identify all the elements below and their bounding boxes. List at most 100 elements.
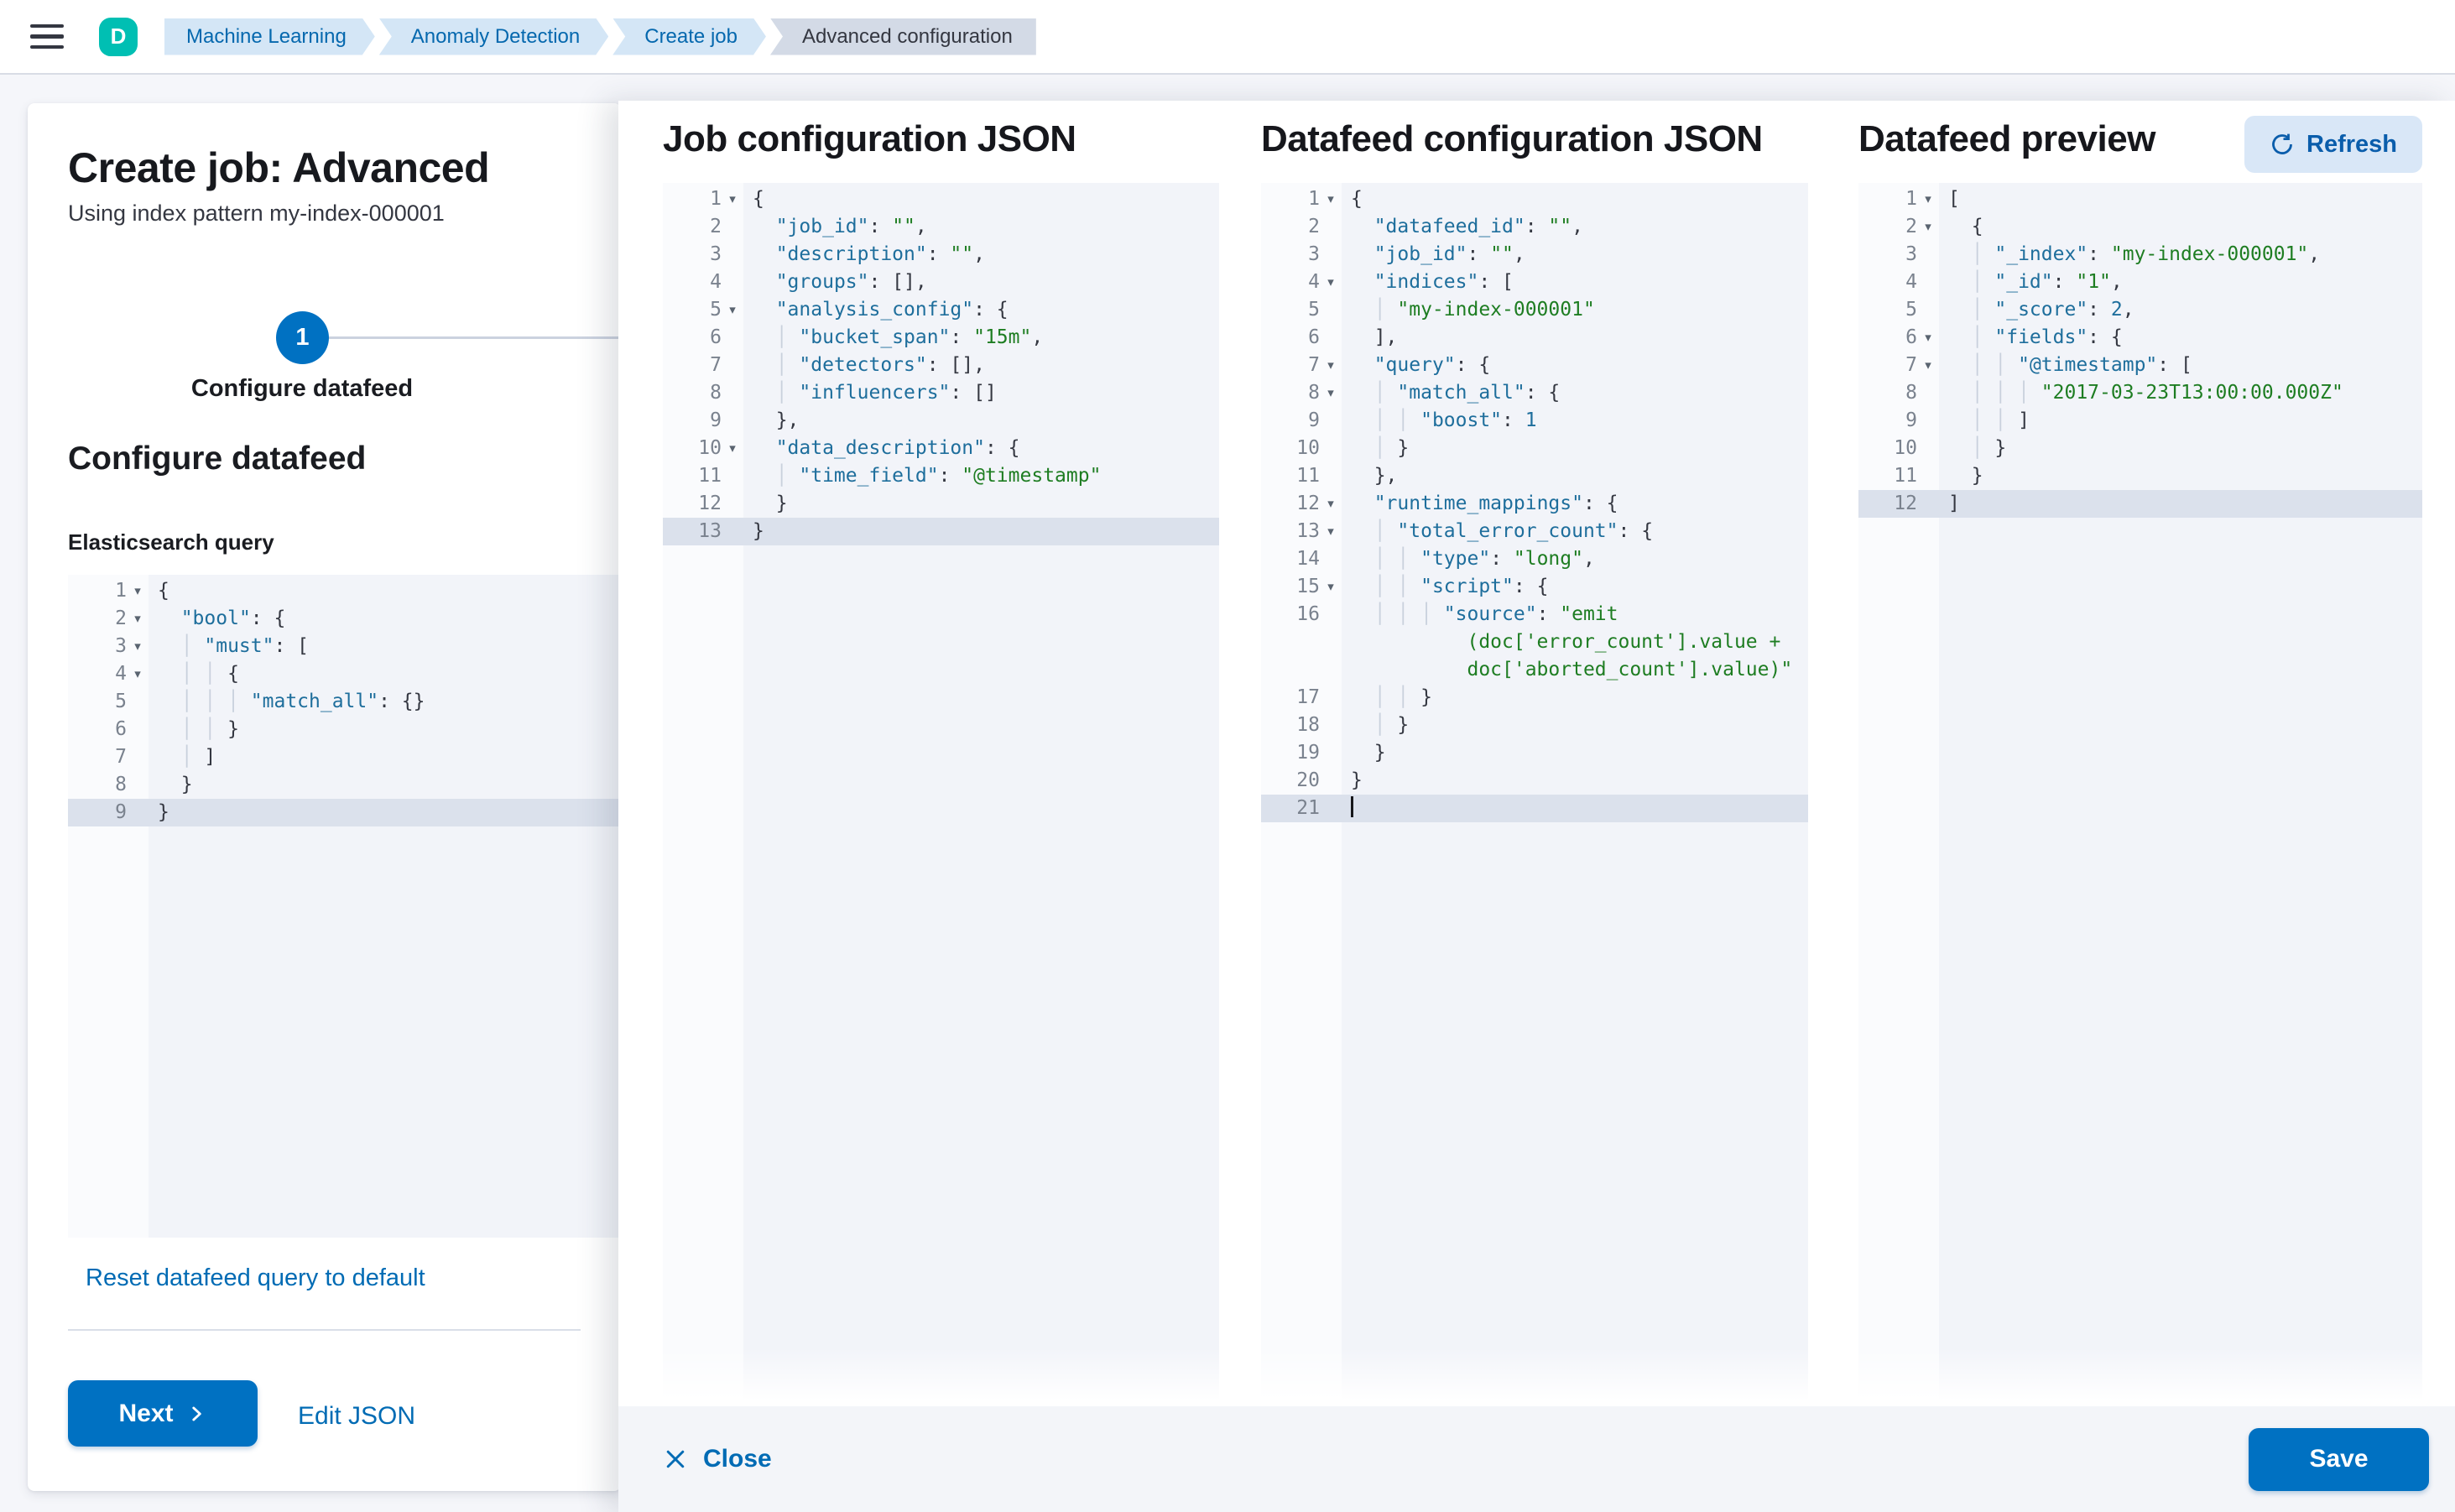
save-button[interactable]: Save: [2249, 1427, 2429, 1491]
code-line[interactable]: 13}: [663, 518, 1219, 545]
fold-toggle-icon[interactable]: ▾: [729, 303, 736, 317]
code-line[interactable]: 15▾ │ │ "script": {: [1261, 573, 1808, 601]
code-line[interactable]: 13▾ │ "total_error_count": {: [1261, 518, 1808, 545]
code-line[interactable]: 8 │ │ │ "2017-03-23T13:00:00.000Z": [1858, 379, 2422, 407]
next-button-label: Next: [118, 1399, 174, 1427]
breadcrumb-item[interactable]: Anomaly Detection: [379, 18, 608, 55]
code-line[interactable]: 18 │ }: [1261, 712, 1808, 739]
user-avatar[interactable]: D: [99, 17, 138, 56]
code-line[interactable]: 10 │ }: [1261, 435, 1808, 462]
fold-toggle-icon[interactable]: ▾: [1327, 386, 1334, 400]
code-line[interactable]: 7 │ ]: [68, 743, 621, 771]
code-line[interactable]: 7▾ "query": {: [1261, 352, 1808, 379]
code-line[interactable]: 8 │ "influencers": []: [663, 379, 1219, 407]
code-line[interactable]: 9}: [68, 799, 621, 826]
refresh-button[interactable]: Refresh: [2244, 116, 2422, 173]
code-line[interactable]: 2▾ {: [1858, 213, 2422, 241]
fold-toggle-icon[interactable]: ▾: [1327, 192, 1334, 206]
fold-toggle-icon[interactable]: ▾: [134, 584, 141, 598]
fold-spacer: [722, 213, 743, 241]
code-line[interactable]: 9 │ │ "boost": 1: [1261, 407, 1808, 435]
code-line[interactable]: 4▾ │ │ {: [68, 660, 621, 688]
code-line[interactable]: 12 }: [663, 490, 1219, 518]
fold-toggle-icon[interactable]: ▾: [134, 612, 141, 626]
code-line[interactable]: 2 "job_id": "",: [663, 213, 1219, 241]
code-line[interactable]: 5 │ "_score": 2,: [1858, 296, 2422, 324]
code-line[interactable]: 6▾ │ "fields": {: [1858, 324, 2422, 352]
datafeed-config-editor[interactable]: 1▾{2 "datafeed_id": "",3 "job_id": "",4▾…: [1261, 183, 1808, 1406]
code-line[interactable]: 11 },: [1261, 462, 1808, 490]
edit-json-link[interactable]: Edit JSON: [298, 1402, 416, 1430]
code-line[interactable]: 6 ],: [1261, 324, 1808, 352]
fold-toggle-icon[interactable]: ▾: [1327, 358, 1334, 373]
fold-toggle-icon[interactable]: ▾: [729, 192, 736, 206]
code-line[interactable]: 11 }: [1858, 462, 2422, 490]
line-number: 5: [115, 691, 127, 712]
code-line[interactable]: 5 │ │ │ "match_all": {}: [68, 688, 621, 716]
fold-toggle-icon[interactable]: ▾: [134, 639, 141, 654]
code-line[interactable]: 10▾ "data_description": {: [663, 435, 1219, 462]
datafeed-preview-editor[interactable]: 1▾[2▾ {3 │ "_index": "my-index-000001",4…: [1858, 183, 2422, 1406]
line-number: 6: [710, 326, 722, 348]
fold-spacer: [1320, 739, 1342, 767]
reset-query-link[interactable]: Reset datafeed query to default: [86, 1264, 425, 1291]
code-line[interactable]: 10 │ }: [1858, 435, 2422, 462]
close-button[interactable]: Close: [663, 1445, 772, 1473]
code-line[interactable]: 4 │ "_id": "1",: [1858, 269, 2422, 296]
refresh-icon: [2272, 133, 2292, 154]
code-line[interactable]: 20}: [1261, 767, 1808, 795]
code-line[interactable]: 12▾ "runtime_mappings": {: [1261, 490, 1808, 518]
fold-toggle-icon[interactable]: ▾: [1925, 331, 1931, 345]
fold-toggle-icon[interactable]: ▾: [134, 667, 141, 681]
line-number: 5: [710, 299, 722, 321]
code-line[interactable]: 2▾ "bool": {: [68, 605, 621, 633]
code-line[interactable]: 21: [1261, 795, 1808, 822]
job-config-editor[interactable]: 1▾{2 "job_id": "",3 "description": "",4 …: [663, 183, 1219, 1406]
code-line[interactable]: 6 │ │ }: [68, 716, 621, 743]
code-line[interactable]: 7▾ │ │ "@timestamp": [: [1858, 352, 2422, 379]
code-line[interactable]: 19 }: [1261, 739, 1808, 767]
step-1-indicator[interactable]: 1: [276, 311, 329, 364]
fold-spacer: [1320, 213, 1342, 241]
fold-toggle-icon[interactable]: ▾: [729, 441, 736, 456]
code-line[interactable]: 4▾ "indices": [: [1261, 269, 1808, 296]
code-line[interactable]: 5 │ "my-index-000001": [1261, 296, 1808, 324]
code-line[interactable]: 1▾{: [663, 185, 1219, 213]
fold-toggle-icon[interactable]: ▾: [1327, 524, 1334, 539]
code-line[interactable]: 11 │ "time_field": "@timestamp": [663, 462, 1219, 490]
fold-toggle-icon[interactable]: ▾: [1327, 580, 1334, 594]
code-line[interactable]: 9 │ │ ]: [1858, 407, 2422, 435]
code-line[interactable]: 3 "job_id": "",: [1261, 241, 1808, 269]
code-line[interactable]: 1▾[: [1858, 185, 2422, 213]
fold-toggle-icon[interactable]: ▾: [1925, 220, 1931, 234]
fold-toggle-icon[interactable]: ▾: [1925, 358, 1931, 373]
code-line[interactable]: 12]: [1858, 490, 2422, 518]
code-line[interactable]: 8▾ │ "match_all": {: [1261, 379, 1808, 407]
code-line[interactable]: 3▾ │ "must": [: [68, 633, 621, 660]
code-line[interactable]: 5▾ "analysis_config": {: [663, 296, 1219, 324]
code-line[interactable]: 14 │ │ "type": "long",: [1261, 545, 1808, 573]
code-line[interactable]: 2 "datafeed_id": "",: [1261, 213, 1808, 241]
breadcrumb-item[interactable]: Create job: [612, 18, 766, 55]
code-line[interactable]: 3 "description": "",: [663, 241, 1219, 269]
code-line[interactable]: (doc['error_count'].value +: [1261, 628, 1808, 656]
breadcrumb-item[interactable]: Machine Learning: [164, 18, 375, 55]
code-line[interactable]: 8 }: [68, 771, 621, 799]
es-query-editor[interactable]: 1▾{2▾ "bool": {3▾ │ "must": [4▾ │ │ {5 │…: [68, 575, 621, 1238]
menu-button[interactable]: [30, 18, 69, 56]
fold-toggle-icon[interactable]: ▾: [1925, 192, 1931, 206]
fold-toggle-icon[interactable]: ▾: [1327, 275, 1334, 289]
code-line[interactable]: 16 │ │ │ "source": "emit: [1261, 601, 1808, 628]
code-line[interactable]: 1▾{: [1261, 185, 1808, 213]
code-line[interactable]: doc['aborted_count'].value)": [1261, 656, 1808, 684]
line-number: 5: [1905, 299, 1917, 321]
code-line[interactable]: 1▾{: [68, 577, 621, 605]
code-line[interactable]: 6 │ "bucket_span": "15m",: [663, 324, 1219, 352]
code-line[interactable]: 9 },: [663, 407, 1219, 435]
code-line[interactable]: 4 "groups": [],: [663, 269, 1219, 296]
fold-toggle-icon[interactable]: ▾: [1327, 497, 1334, 511]
code-line[interactable]: 7 │ "detectors": [],: [663, 352, 1219, 379]
code-line[interactable]: 17 │ │ }: [1261, 684, 1808, 712]
code-line[interactable]: 3 │ "_index": "my-index-000001",: [1858, 241, 2422, 269]
next-button[interactable]: Next: [68, 1380, 258, 1447]
